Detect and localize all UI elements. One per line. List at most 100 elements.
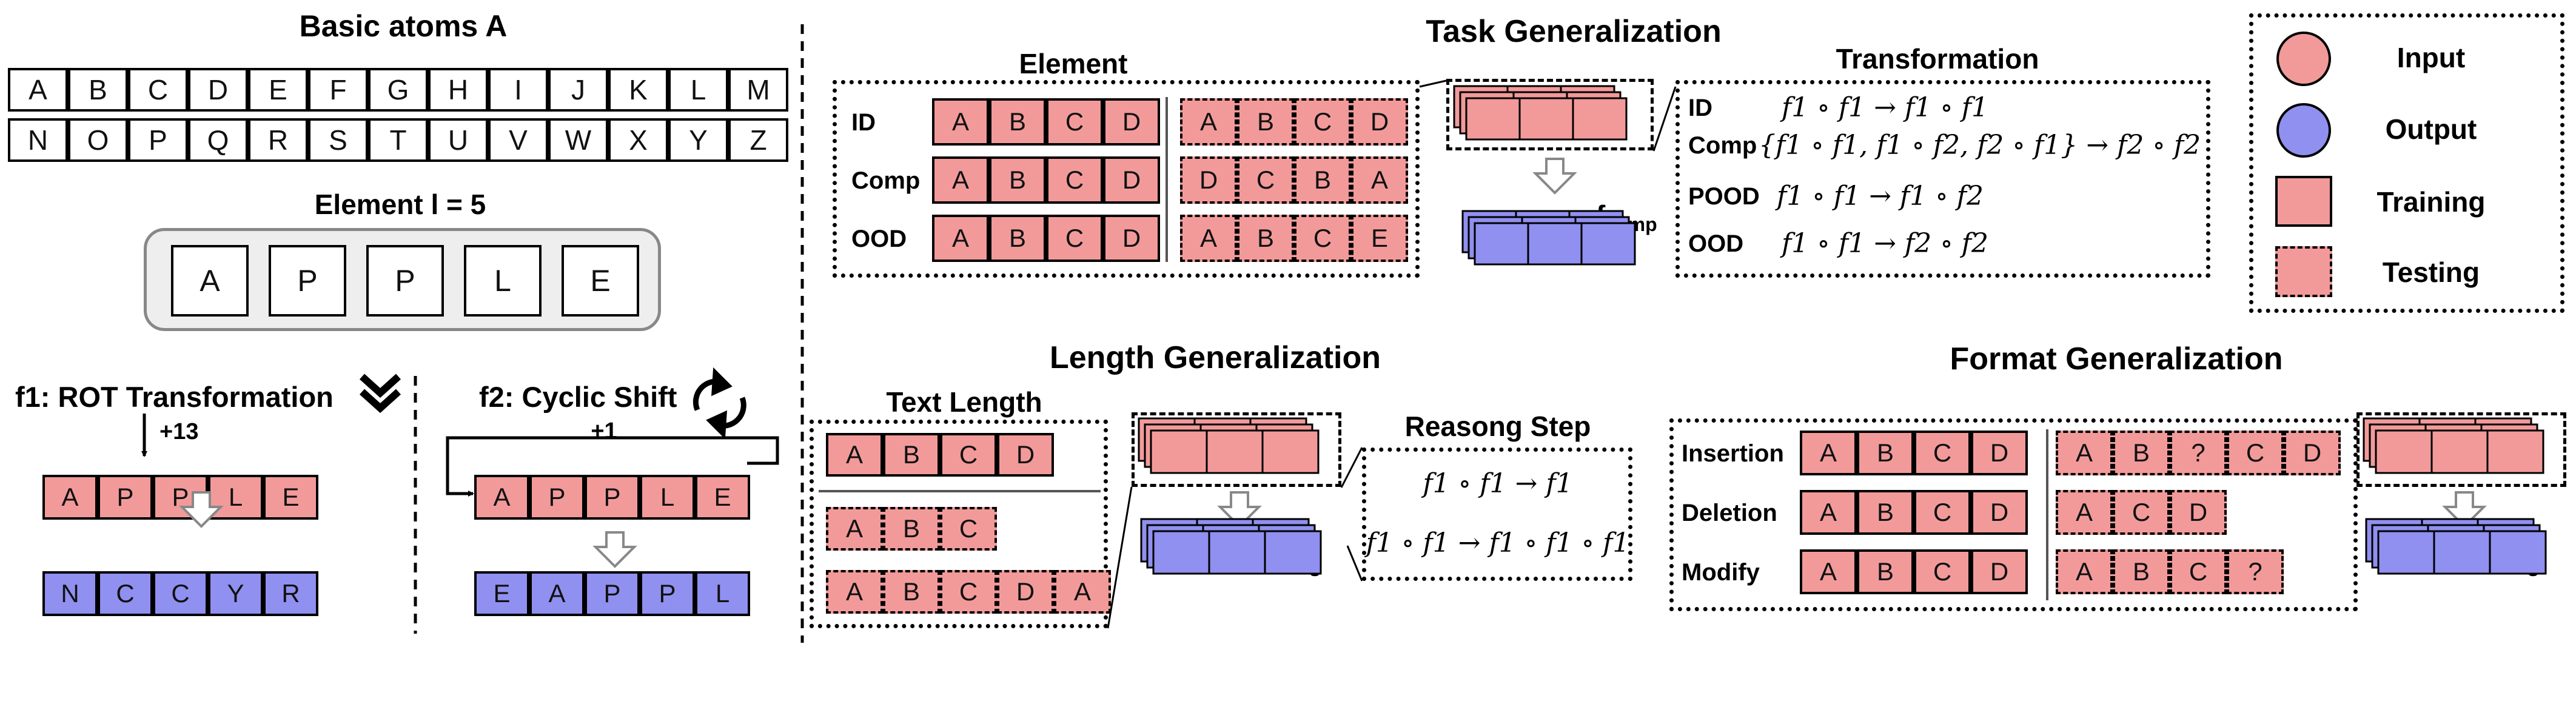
atom-cell: W (548, 118, 608, 162)
task-train-cell: D (1103, 215, 1160, 262)
task-test-cell: B (1237, 215, 1294, 262)
task-train-stack (1465, 97, 1521, 141)
transformation-label: POOD (1688, 183, 1760, 210)
atoms-title: Basic atoms A (299, 9, 508, 43)
cyclic-output-cell: A (529, 571, 585, 616)
reasoning-connector-2 (1346, 545, 1363, 582)
task-train-cell: D (1103, 98, 1160, 146)
format-train-cell: B (1857, 549, 1914, 594)
task-title: Task Generalization (1426, 14, 1722, 49)
reasoning-box (1362, 448, 1632, 581)
rot-output-cell: Y (208, 571, 263, 616)
format-train-stack (2375, 429, 2433, 474)
atom-cell: Z (728, 118, 788, 162)
atom-cell: R (248, 118, 308, 162)
cycle-icon (693, 367, 746, 440)
task-train-cell: A (932, 215, 989, 262)
atom-cell: L (668, 68, 728, 112)
reasoning-line-2: f1 ∘ f1 → f1 ∘ f1 ∘ f1 (1366, 528, 1630, 558)
legend-swatch-training (2275, 176, 2332, 227)
task-train-cell: C (1046, 156, 1103, 204)
format-test-cell: C (2227, 431, 2284, 475)
format-train-cell: B (1857, 431, 1914, 475)
task-test-cell: D (1180, 156, 1237, 204)
length-output-stack (1264, 530, 1322, 575)
length-test-cell: A (826, 507, 883, 551)
task-test-cell: A (1180, 215, 1237, 262)
rot-title: f1: ROT Transformation (15, 381, 334, 413)
rot-shift-label: +13 (159, 419, 199, 444)
legend-label: Testing (2382, 256, 2480, 288)
task-train-cell: C (1046, 98, 1103, 146)
task-train-cell: B (989, 215, 1046, 262)
task-element-box (833, 80, 1420, 278)
length-text-box (810, 420, 1108, 628)
transformation-label: Comp (1688, 132, 1757, 159)
atom-cell: I (488, 68, 548, 112)
length-connector-1 (1107, 486, 1133, 629)
atom-cell: A (8, 68, 68, 112)
format-box (1669, 418, 2358, 611)
rot-input-cell: A (42, 475, 98, 520)
format-test-cell: B (2113, 431, 2170, 475)
cyclic-output-cell: E (474, 571, 529, 616)
legend-label: Output (2385, 113, 2477, 145)
legend-box (2249, 13, 2564, 313)
task-element-title: Element (1019, 48, 1128, 79)
task-train-cell: B (989, 98, 1046, 146)
atom-cell: E (248, 68, 308, 112)
format-output-stack (2377, 530, 2435, 575)
length-train-cell: D (997, 433, 1054, 477)
element-letter-cell: P (366, 245, 444, 317)
cyclic-loop-arrow (446, 436, 779, 497)
format-train-cell: C (1914, 549, 1971, 594)
format-row-label: Deletion (1682, 500, 1777, 526)
text-length-title: Text Length (886, 386, 1042, 418)
task-output-stack (1580, 222, 1636, 266)
atom-cell: C (128, 68, 188, 112)
atom-cell: T (368, 118, 428, 162)
format-test-cell: D (2170, 490, 2227, 535)
length-output-stack (1152, 530, 1210, 575)
atom-cell: Y (668, 118, 728, 162)
atom-cell: U (428, 118, 488, 162)
format-test-cell: B (2113, 549, 2170, 594)
length-test-cell: C (940, 507, 997, 551)
task-test-cell: D (1351, 98, 1408, 146)
format-train-cell: B (1857, 490, 1914, 535)
cyclic-output-cell: P (640, 571, 695, 616)
format-test-cell: C (2113, 490, 2170, 535)
transformation-title: Transformation (1836, 43, 2039, 75)
transformation-label: ID (1688, 95, 1712, 121)
transformation-expression: f1 ∘ f1 → f1 ∘ f2 (1777, 181, 1984, 212)
rot-input-cell: P (153, 475, 208, 520)
length-title: Length Generalization (1049, 340, 1381, 375)
format-test-cell: A (2056, 431, 2113, 475)
format-train-cell: C (1914, 490, 1971, 535)
element-letter-cell: P (269, 245, 346, 317)
element-letter-cell: A (171, 245, 249, 317)
format-train-cell: A (1800, 490, 1857, 535)
atom-cell: V (488, 118, 548, 162)
cyclic-shift-label: +1 (591, 418, 617, 444)
format-output-stack (2489, 530, 2547, 575)
cyclic-output-cell: L (695, 571, 750, 616)
format-row-label: Modify (1682, 559, 1760, 586)
task-connector-1 (1419, 79, 1447, 88)
atom-cell: P (128, 118, 188, 162)
format-test-cell: ? (2170, 431, 2227, 475)
element-letter-cell: L (464, 245, 542, 317)
format-train-stack (2430, 429, 2489, 474)
rot-input-cell: E (263, 475, 318, 520)
transformation-label: OOD (1688, 230, 1744, 257)
atom-cell: S (308, 118, 368, 162)
legend-swatch-output (2276, 103, 2331, 158)
length-train-stack (1206, 429, 1264, 474)
task-row-label: Comp (851, 167, 921, 194)
transformation-expression: f1 ∘ f1 → f1 ∘ f1 (1782, 92, 1989, 123)
format-train-cell: D (1971, 549, 2028, 594)
cyclic-input-cell: A (474, 475, 529, 520)
length-test-cell: C (940, 570, 997, 614)
format-train-cell: A (1800, 549, 1857, 594)
